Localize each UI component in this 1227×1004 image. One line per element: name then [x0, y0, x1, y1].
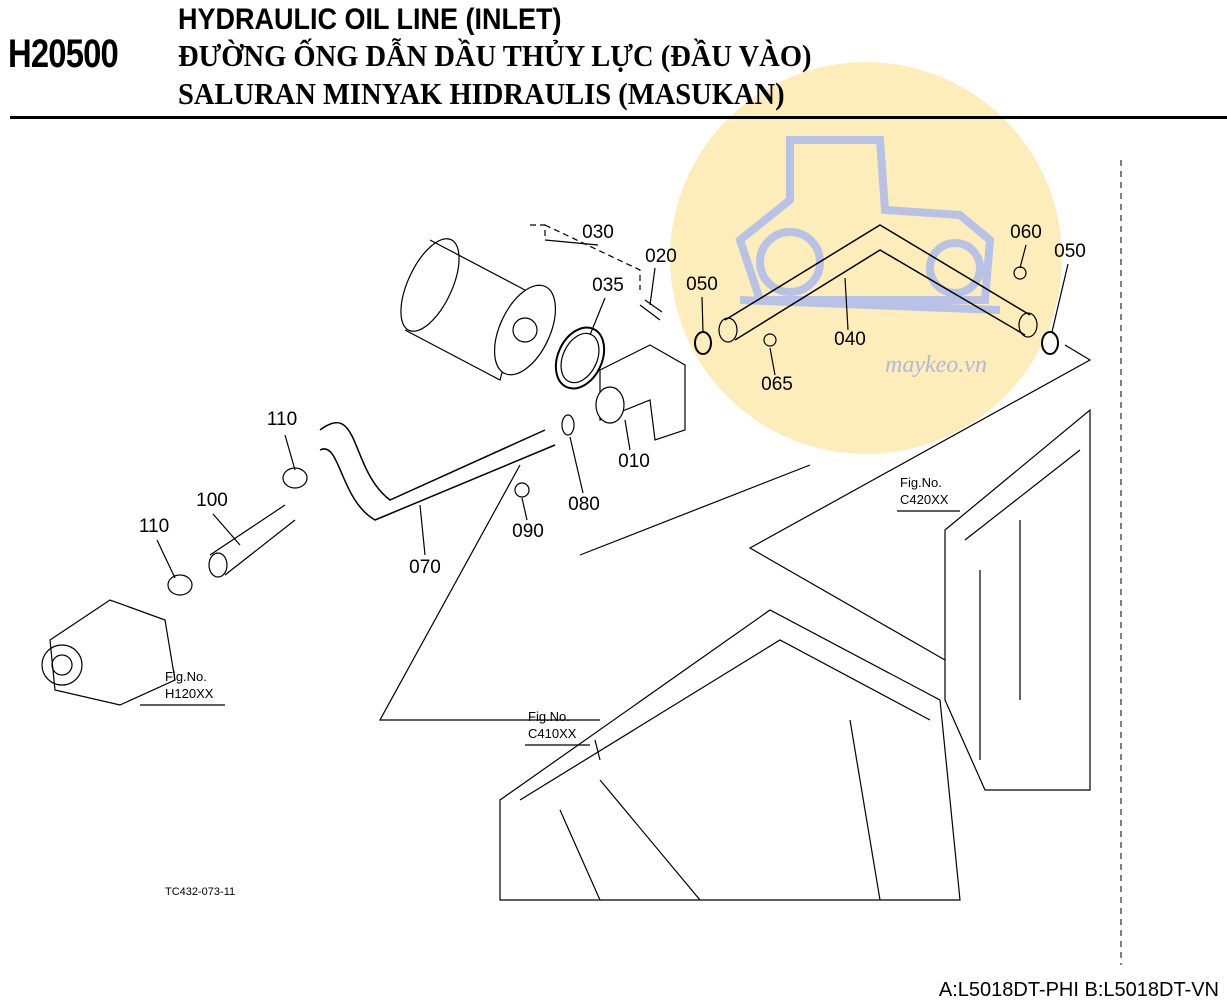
diagram-lines	[41, 224, 1092, 901]
title-malay: SALURAN MINYAK HIDRAULIS (MASUKAN)	[178, 76, 785, 111]
fig-code: C420XX	[900, 492, 949, 507]
fig-ref-c410xx[interactable]: Fig.No. C410XX	[528, 708, 576, 742]
title-vietnamese: ĐƯỜNG ỐNG DẪN DẦU THỦY LỰC (ĐẦU VÀO)	[178, 38, 812, 73]
callout-050-right[interactable]: 050	[1054, 241, 1086, 262]
watermark-text: maykeo.vn	[885, 352, 987, 378]
model-footer: A:L5018DT-PHI B:L5018DT-VN	[938, 979, 1219, 1001]
callout-030[interactable]: 030	[582, 222, 614, 243]
callout-100[interactable]: 100	[196, 490, 228, 511]
section-code: H20500	[8, 32, 119, 76]
drawing-reference: TC432-073-11	[165, 886, 236, 898]
title-english: HYDRAULIC OIL LINE (INLET)	[178, 3, 562, 36]
callout-110-lower[interactable]: 110	[138, 516, 170, 537]
callout-110[interactable]: 110	[266, 409, 298, 430]
header-rule	[10, 116, 1227, 119]
callout-080[interactable]: 080	[568, 494, 600, 515]
callout-070[interactable]: 070	[409, 557, 441, 578]
callout-040[interactable]: 040	[834, 329, 866, 350]
fig-code: H120XX	[165, 686, 214, 701]
callout-050[interactable]: 050	[686, 274, 718, 295]
callout-090[interactable]: 090	[512, 521, 544, 542]
callout-060[interactable]: 060	[1010, 222, 1042, 243]
callout-010[interactable]: 010	[618, 451, 650, 472]
fig-label: Fig.No.	[900, 475, 942, 490]
fig-ref-h120xx[interactable]: Fig.No. H120XX	[165, 668, 213, 702]
fig-ref-c420xx[interactable]: Fig.No. C420XX	[900, 474, 948, 508]
callout-020[interactable]: 020	[645, 246, 677, 267]
fig-code: C410XX	[528, 726, 577, 741]
fig-label: Fig.No.	[528, 709, 570, 724]
callout-035[interactable]: 035	[592, 275, 624, 296]
callout-065[interactable]: 065	[761, 374, 793, 395]
fig-label: Fig.No.	[165, 669, 207, 684]
